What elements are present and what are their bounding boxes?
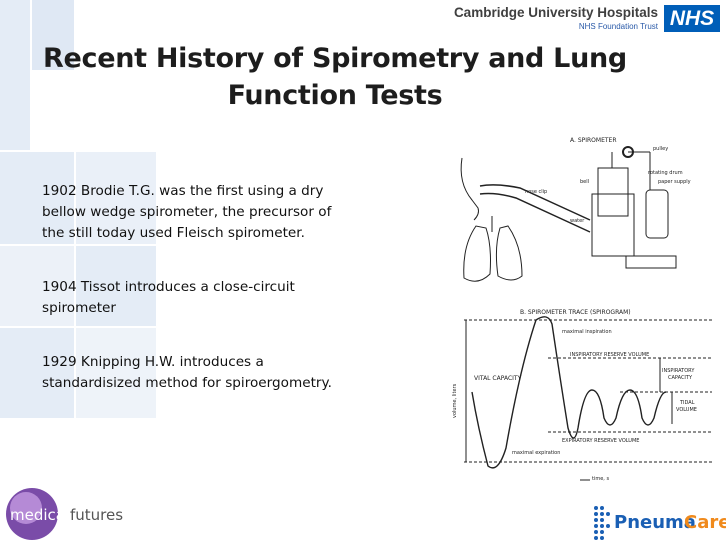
paragraph-line: the still today used Fleisch spirometer. bbox=[42, 225, 305, 241]
org-trust: NHS Foundation Trust bbox=[578, 22, 658, 31]
logo-futures-text: futures bbox=[70, 506, 123, 524]
history-paragraph-1929: 1929 Knipping H.W. introduces a standard… bbox=[42, 352, 372, 394]
label-erv: EXPIRATORY RESERVE VOLUME bbox=[562, 438, 639, 444]
spirometer-diagram: A. SPIROMETER pulley rotating drum paper… bbox=[460, 137, 691, 282]
label-section-a: A. SPIROMETER bbox=[570, 137, 617, 144]
head-outline bbox=[460, 157, 479, 221]
nhs-badge: NHS bbox=[664, 5, 720, 32]
pneumacare-dot-icon bbox=[594, 506, 610, 540]
water-tank bbox=[591, 193, 635, 257]
paragraph-line: 1929 Knipping H.W. introduces a bbox=[42, 354, 264, 370]
label-pulley: pulley bbox=[653, 146, 668, 152]
label-section-b: B. SPIROMETER TRACE (SPIROGRAM) bbox=[520, 309, 631, 316]
decorative-side-blocks bbox=[0, 0, 160, 546]
right-lung bbox=[495, 225, 523, 281]
label-vital-capacity: VITAL CAPACITY bbox=[474, 375, 522, 382]
label-tidal-1: TIDAL bbox=[679, 400, 695, 406]
label-rotating-drum: rotating drum bbox=[648, 170, 683, 176]
label-nose-clip: nose clip bbox=[525, 189, 547, 195]
label-bell: bell bbox=[580, 179, 589, 185]
label-paper-supply: paper supply bbox=[658, 179, 691, 185]
spirometer-figure: A. SPIROMETER pulley rotating drum paper… bbox=[452, 137, 712, 482]
breathing-tube bbox=[479, 184, 591, 221]
base-stand bbox=[625, 255, 677, 269]
label-irv: INSPIRATORY RESERVE VOLUME bbox=[570, 352, 649, 358]
medical-futures-logo: medical futures bbox=[6, 488, 123, 540]
label-x-axis: time, s bbox=[592, 476, 609, 482]
slide-title-line1: Recent History of Spirometry and Lung bbox=[43, 43, 627, 74]
label-y-axis: volume, liters bbox=[452, 383, 458, 418]
label-max-expiration: maximal expiration bbox=[512, 450, 560, 456]
paragraph-line: 1902 Brodie T.G. was the first using a d… bbox=[42, 183, 324, 199]
rotating-drum bbox=[645, 189, 669, 239]
cambridge-nhs-logo: Cambridge University Hospitals NHS Found… bbox=[454, 2, 720, 36]
history-paragraph-1904: 1904 Tissot introduces a close-circuit s… bbox=[42, 277, 372, 319]
slide-title: Recent History of Spirometry and Lung Fu… bbox=[40, 40, 630, 114]
org-name: Cambridge University Hospitals bbox=[453, 5, 658, 20]
logo-care-text: Care bbox=[684, 512, 726, 533]
label-inspiratory-capacity-2: CAPACITY bbox=[668, 375, 693, 381]
left-lung bbox=[463, 225, 491, 282]
label-water: water bbox=[570, 218, 585, 224]
spirometer-bell bbox=[597, 167, 629, 217]
paragraph-line: 1904 Tissot introduces a close-circuit bbox=[42, 279, 295, 295]
label-max-inspiration: maximal inspiration bbox=[562, 329, 612, 335]
logo-medical-text: medical bbox=[10, 506, 69, 524]
slide-title-line2: Function Tests bbox=[227, 80, 443, 111]
history-paragraph-1902: 1902 Brodie T.G. was the first using a d… bbox=[42, 181, 372, 244]
paragraph-line: standardisized method for spiroergometry… bbox=[42, 375, 332, 391]
paragraph-line: spirometer bbox=[42, 300, 116, 316]
paragraph-line: bellow wedge spirometer, the precursor o… bbox=[42, 204, 332, 220]
label-inspiratory-capacity-1: INSPIRATORY bbox=[662, 368, 695, 374]
logo-pneuma-text: Pneuma bbox=[614, 512, 696, 533]
spirogram-trace: B. SPIROMETER TRACE (SPIROGRAM) maximal … bbox=[452, 309, 712, 482]
spirogram-curve bbox=[471, 316, 667, 469]
pneumacare-logo: Pneuma Care bbox=[594, 506, 726, 540]
label-tidal-2: VOLUME bbox=[676, 407, 697, 413]
